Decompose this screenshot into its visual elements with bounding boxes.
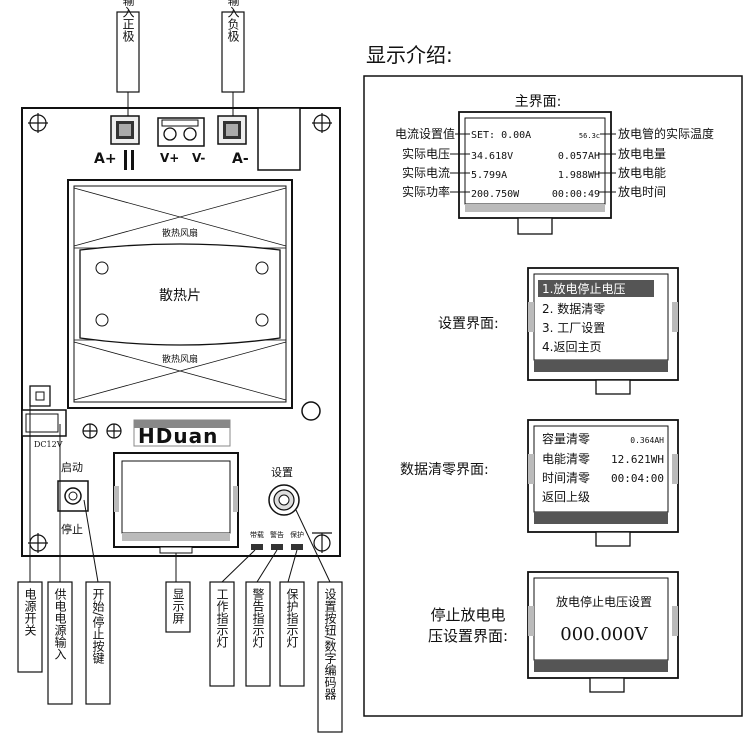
heatsink-assembly [67,179,293,409]
brand-logo: HDuan [133,419,231,448]
settings-item-3: 4.返回主页 [542,340,601,354]
dc-jack-icon [21,409,67,437]
encoder-knob-icon[interactable] [268,484,300,516]
settings-item-2: 3. 工厂设置 [542,321,605,335]
main-row-2-left: 5.799A [471,170,507,181]
callout-encoder: 设置按钮/数字编码器 [323,588,337,701]
settings-item-1: 2. 数据清零 [542,301,605,316]
main-right-label-0: 放电管的实际温度 [618,126,714,141]
main-row-1-left: 34.618V [471,151,513,162]
main-right-label-3: 放电时间 [618,184,666,199]
terminal-negative-icon [217,115,247,145]
stop-voltage-title: 放电停止电压设置 [556,594,652,609]
main-right-label-2: 放电电能 [618,165,666,180]
brand-logo-text: HDuan [138,424,218,448]
stop-voltage-value: 000.000V [560,624,648,645]
clear-row-2-value: 00:04:00 [611,472,664,485]
callout-power-switch: 电源开关 [23,588,37,636]
callout-work-led: 工作指示灯 [215,588,229,649]
main-row-2-right: 1.988WH [558,170,600,181]
clear-row-0-label: 容量清零 [542,431,590,446]
main-screen-lcd [458,111,612,235]
main-left-label-2: 实际电流 [402,165,450,180]
settings-item-0: 1.放电停止电压 [542,281,625,296]
settings-label: 设置 [271,466,293,479]
buzzer-icon [301,401,321,421]
callout-leaders [29,396,331,583]
panel-title: 显示介绍: [366,43,453,67]
stop-voltage-label-line2: 压设置界面: [428,627,508,645]
callout-input-positive-text: 输入正极 [121,0,135,42]
clear-row-2-label: 时间清零 [542,471,590,485]
label-a-minus: A- [232,151,249,167]
stop-voltage-label-line1: 停止放电电 [430,606,505,624]
settings-screen-label: 设置界面: [438,316,499,332]
settings-selected-highlight [538,280,654,297]
callout-input-positive [116,11,140,116]
fan-bottom-label: 散热风扇 [162,353,198,365]
callout-input-negative [221,11,245,116]
main-right-label-1: 放电电量 [618,146,666,161]
main-row-1-right: 0.057AH [558,151,600,162]
board-display [113,452,239,554]
main-row-3-right: 00:00:49 [552,189,600,200]
led-icon [251,544,303,550]
main-row-3-left: 200.750W [471,189,520,200]
main-left-label-0: 电流设置值 [395,126,455,141]
main-row-0-right: 56.3c [579,132,600,140]
stop-voltage-lcd [527,571,679,693]
fan-top-label: 散热风扇 [162,227,198,239]
clear-row-0-value: 0.364AH [630,436,664,445]
led-label-protect: 保护 [290,530,304,539]
main-left-label-3: 实际功率 [402,184,450,199]
led-label-alarm: 警告 [270,530,284,539]
label-v-plus: V+ [160,151,179,165]
stop-label: 停止 [61,522,83,536]
sense-terminal-icon [157,117,205,147]
clear-row-1-label: 电能清零 [542,452,590,466]
screw-icon [82,423,122,439]
clear-screen-label: 数据清零界面: [400,462,489,478]
callout-protect-led: 保护指示灯 [285,588,299,649]
clear-screen-lcd [527,419,679,547]
callout-supply-input: 供电电源输入 [53,588,67,660]
start-label: 启动 [61,461,83,474]
clear-row-3-label: 返回上级 [542,490,590,504]
start-stop-button[interactable] [57,480,89,512]
main-leaders [450,133,616,193]
callout-start-stop: 开始/停止按键 [91,588,105,665]
clear-row-1-value: 12.621WH [611,453,664,466]
power-switch-icon [29,385,51,407]
label-a-plus: A+ [94,151,117,167]
heatsink-label: 散热片 [159,288,201,304]
pcb-board: A+ V- V+ A- 散热风扇 散热片 散热风扇 [21,107,341,557]
main-left-label-1: 实际电压 [402,146,450,161]
dc12v-label: DC12V [34,440,63,449]
terminal-positive-icon [110,115,140,145]
connector-block [257,107,301,171]
main-screen-title: 主界面: [515,94,562,110]
settings-screen-lcd [527,267,679,395]
label-v-minus: V- [192,151,205,165]
callout-alarm-led: 警告指示灯 [251,587,265,649]
callout-display: 显示屏 [171,588,185,625]
main-row-0-left: SET: 0.00A [471,130,531,141]
callout-input-negative-text: 输入负极 [226,0,240,42]
callout-boxes [17,581,343,733]
led-label-load: 带载 [250,530,264,539]
